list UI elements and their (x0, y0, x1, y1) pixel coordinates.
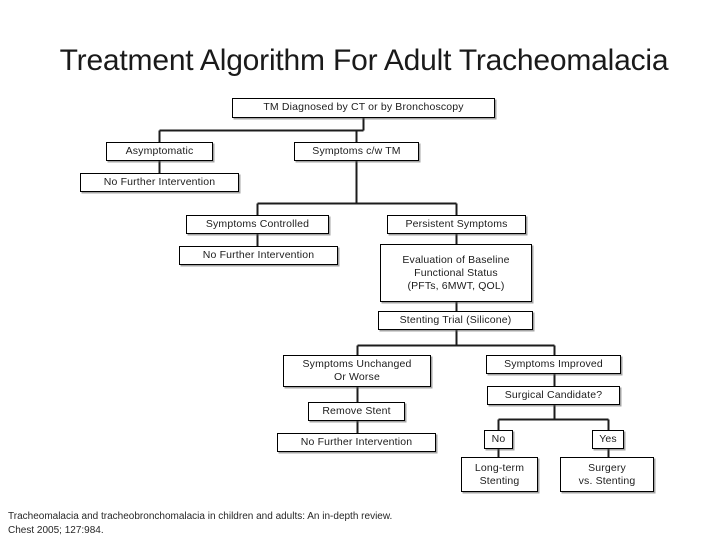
node-surgery-vs-stenting[interactable]: Surgery vs. Stenting (560, 457, 654, 492)
citation-line-1: Tracheomalacia and tracheobronchomalacia… (8, 511, 393, 522)
page-title: Treatment Algorithm For Adult Tracheomal… (59, 44, 669, 77)
node-long-term-stenting[interactable]: Long-term Stenting (461, 457, 538, 492)
node-no-further-intervention-3[interactable]: No Further Intervention (277, 433, 436, 452)
node-symptoms-controlled[interactable]: Symptoms Controlled (186, 215, 329, 234)
node-diagnosis[interactable]: TM Diagnosed by CT or by Bronchoscopy (232, 98, 495, 118)
node-symptoms-cw-tm[interactable]: Symptoms c/w TM (294, 142, 419, 161)
node-persistent-symptoms[interactable]: Persistent Symptoms (387, 215, 526, 234)
citation-line-2: Chest 2005; 127:984. (8, 525, 104, 536)
node-no-further-intervention-1[interactable]: No Further Intervention (80, 173, 239, 192)
node-answer-no[interactable]: No (484, 430, 513, 449)
node-asymptomatic[interactable]: Asymptomatic (106, 142, 213, 161)
node-symptoms-unchanged[interactable]: Symptoms Unchanged Or Worse (283, 355, 431, 387)
node-evaluation-baseline[interactable]: Evaluation of Baseline Functional Status… (380, 244, 532, 302)
node-surgical-candidate[interactable]: Surgical Candidate? (487, 386, 620, 405)
citation-footer: Tracheomalacia and tracheobronchomalacia… (8, 510, 568, 538)
node-stenting-trial[interactable]: Stenting Trial (Silicone) (378, 311, 533, 330)
node-answer-yes[interactable]: Yes (592, 430, 624, 449)
node-symptoms-improved[interactable]: Symptoms Improved (486, 355, 621, 374)
node-remove-stent[interactable]: Remove Stent (308, 402, 405, 421)
node-no-further-intervention-2[interactable]: No Further Intervention (179, 246, 338, 265)
